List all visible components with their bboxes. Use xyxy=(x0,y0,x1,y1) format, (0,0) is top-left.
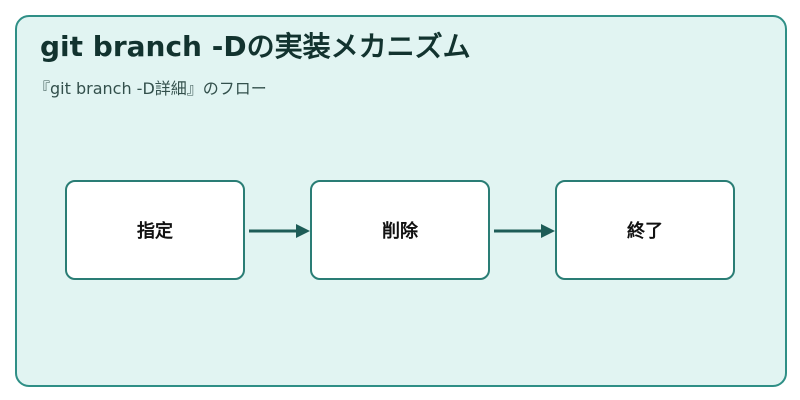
step-box-end: 終了 xyxy=(555,180,735,280)
step-label: 指定 xyxy=(137,221,173,242)
step-box-delete: 削除 xyxy=(310,180,490,280)
step-box-specify: 指定 xyxy=(65,180,245,280)
step-label: 削除 xyxy=(382,221,418,242)
diagram-subtitle: 『git branch -D詳細』のフロー xyxy=(34,79,267,98)
diagram-title: git branch -Dの実装メカニズム xyxy=(40,30,471,63)
step-label: 終了 xyxy=(627,221,663,242)
